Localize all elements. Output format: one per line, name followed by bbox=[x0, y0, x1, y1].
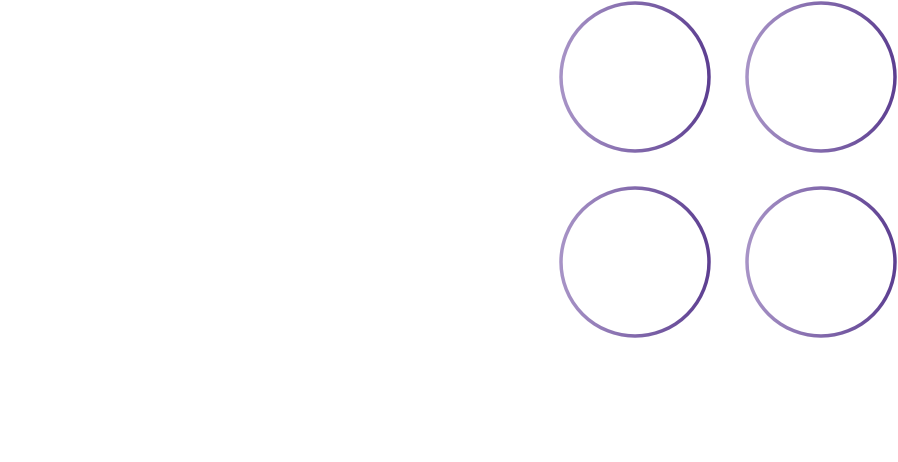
ring-bottom-right bbox=[745, 186, 897, 338]
ring-bottom-left bbox=[559, 186, 711, 338]
ring-grid bbox=[559, 1, 897, 338]
ring-top-right bbox=[745, 1, 897, 153]
ring-top-left bbox=[559, 1, 711, 153]
